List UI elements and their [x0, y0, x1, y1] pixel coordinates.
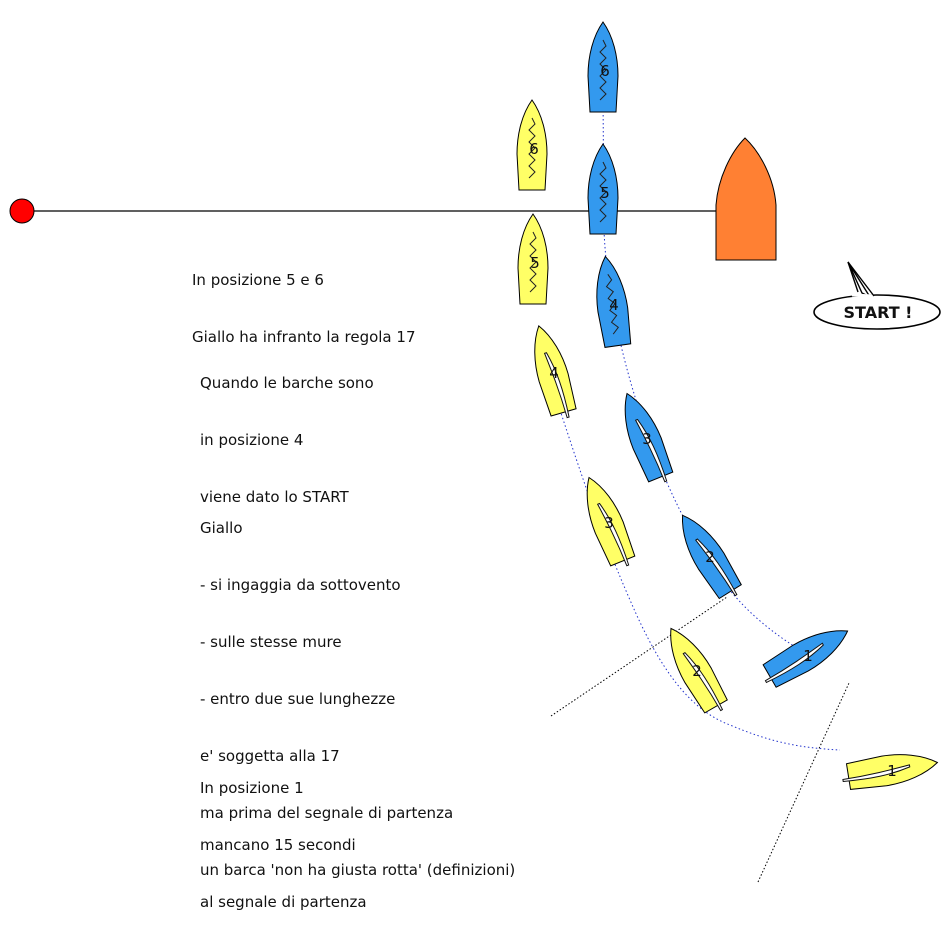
committee-boat	[715, 137, 777, 261]
annotation-line: viene dato lo START	[200, 488, 349, 506]
blue-boat-1	[762, 630, 849, 688]
annotation-line: - si ingaggia da sottovento	[200, 576, 401, 594]
annotation-position-4: Quando le barche sono in posizione 4 vie…	[200, 336, 374, 526]
annotation-line: Giallo	[200, 519, 243, 537]
annotation-position-5-6: In posizione 5 e 6 Giallo ha infranto la…	[192, 233, 415, 366]
start-speech-bubble: START !	[813, 261, 941, 330]
blue-boat-label: 4	[609, 296, 619, 314]
blue-boat-5	[587, 143, 619, 235]
blue-boat-2	[682, 514, 742, 600]
boat-sail	[596, 502, 630, 567]
annotation-line: un barca 'non ha giusta rotta' (definizi…	[200, 861, 516, 879]
annotation-line: Giallo ha infranto la regola 17	[192, 328, 416, 346]
blue-boat-6	[587, 21, 619, 113]
boat-sail	[543, 352, 570, 419]
yellow-boat-5	[517, 213, 549, 305]
annotation-line: mancano 15 secondi	[200, 836, 356, 854]
blue-boat-label: 5	[600, 184, 610, 202]
racing-rule-diagram: START ! 1 2 3 4 5 6 1 2 3 4 5 6	[9, 21, 941, 883]
annotation-line: ma prima del segnale di partenza	[200, 804, 454, 822]
yellow-boat-label: 1	[887, 762, 897, 780]
annotation-line: - entro due sue lunghezze	[200, 690, 396, 708]
blue-boat-3	[624, 392, 674, 483]
boat-sail	[842, 764, 911, 782]
yellow-boat-4	[534, 325, 577, 419]
boat-sail	[694, 538, 738, 597]
boat-sail	[599, 161, 607, 223]
annotation-position-1: In posizione 1 mancano 15 secondi al seg…	[200, 741, 367, 931]
blue-boat-label: 3	[642, 430, 652, 448]
yellow-boat-label: 2	[692, 662, 702, 680]
start-label: START !	[844, 303, 913, 322]
blue-boat-label: 2	[705, 548, 715, 566]
yellow-boat-label: 4	[549, 364, 559, 382]
overlap-line-a	[550, 596, 728, 717]
annotation-line: al segnale di partenza	[200, 893, 367, 911]
boat-sail	[599, 39, 607, 101]
annotation-line: In posizione 1	[200, 779, 304, 797]
boats-layer: 1 2 3 4 5 6 1 2 3 4 5 6	[516, 21, 939, 790]
boat-sail	[529, 231, 537, 293]
yellow-boat-label: 6	[529, 140, 539, 158]
boat-hull	[596, 255, 632, 348]
yellow-boat-1	[842, 754, 939, 790]
yellow-boat-label: 3	[604, 514, 614, 532]
blue-boat-4	[596, 255, 632, 348]
annotation-line: In posizione 5 e 6	[192, 271, 324, 289]
yellow-boat-6	[516, 99, 548, 191]
yellow-boat-2	[670, 627, 728, 714]
pin-buoy	[9, 198, 35, 224]
annotation-line: - sulle stesse mure	[200, 633, 342, 651]
blue-boat-label: 1	[803, 647, 813, 665]
yellow-boat-3	[586, 476, 636, 567]
boat-sail	[764, 642, 824, 684]
overlap-line-b	[757, 682, 850, 883]
blue-boat-label: 6	[600, 62, 610, 80]
annotation-giallo-rules: Giallo - si ingaggia da sottovento - sul…	[200, 481, 515, 899]
boat-sail	[528, 117, 536, 179]
boat-sail	[634, 418, 668, 483]
yellow-boat-label: 5	[530, 254, 540, 272]
boat-sail	[682, 652, 724, 712]
annotation-line: in posizione 4	[200, 431, 304, 449]
boat-sail	[605, 274, 620, 335]
annotation-line: e' soggetta alla 17	[200, 747, 340, 765]
annotation-line: Quando le barche sono	[200, 374, 374, 392]
